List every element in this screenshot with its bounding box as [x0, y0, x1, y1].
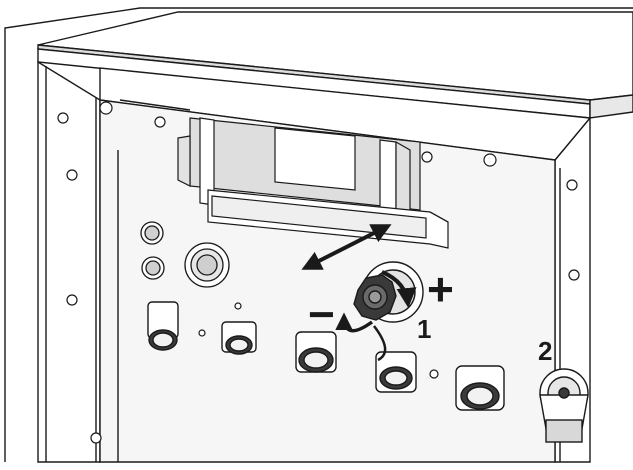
sensor-unit: [539, 368, 589, 443]
top-lid: [37, 11, 633, 119]
cable-glands: [147, 301, 505, 411]
gland-5: [455, 365, 505, 411]
screw: [421, 151, 433, 163]
gland-2: [221, 321, 257, 355]
gland-1: [147, 301, 179, 351]
screw: [234, 302, 242, 310]
callout-plus: +: [427, 263, 454, 315]
screw: [198, 329, 206, 337]
screw: [66, 169, 78, 181]
screw: [566, 179, 578, 191]
screw: [154, 116, 166, 128]
screw: [568, 269, 580, 281]
mounting-screws: [57, 101, 580, 444]
callout-item-1: 1: [417, 314, 431, 344]
screw: [57, 112, 69, 124]
gland-3: [295, 331, 337, 373]
callout-item-2: 2: [538, 336, 552, 366]
rotate-counterclockwise-arrow-icon: [335, 312, 387, 362]
enclosure-outline: [4, 7, 633, 462]
rotate-clockwise-arrow-icon: [381, 270, 417, 308]
screw: [66, 294, 78, 306]
adjust-double-arrow-icon: [301, 224, 392, 270]
left-side-panel: [37, 60, 101, 463]
callout-minus: −: [308, 288, 335, 340]
screw: [483, 153, 497, 167]
gland-4: [375, 351, 417, 393]
small-ports: [140, 221, 230, 288]
screw: [99, 101, 113, 115]
screw: [429, 369, 439, 379]
screw: [90, 432, 102, 444]
